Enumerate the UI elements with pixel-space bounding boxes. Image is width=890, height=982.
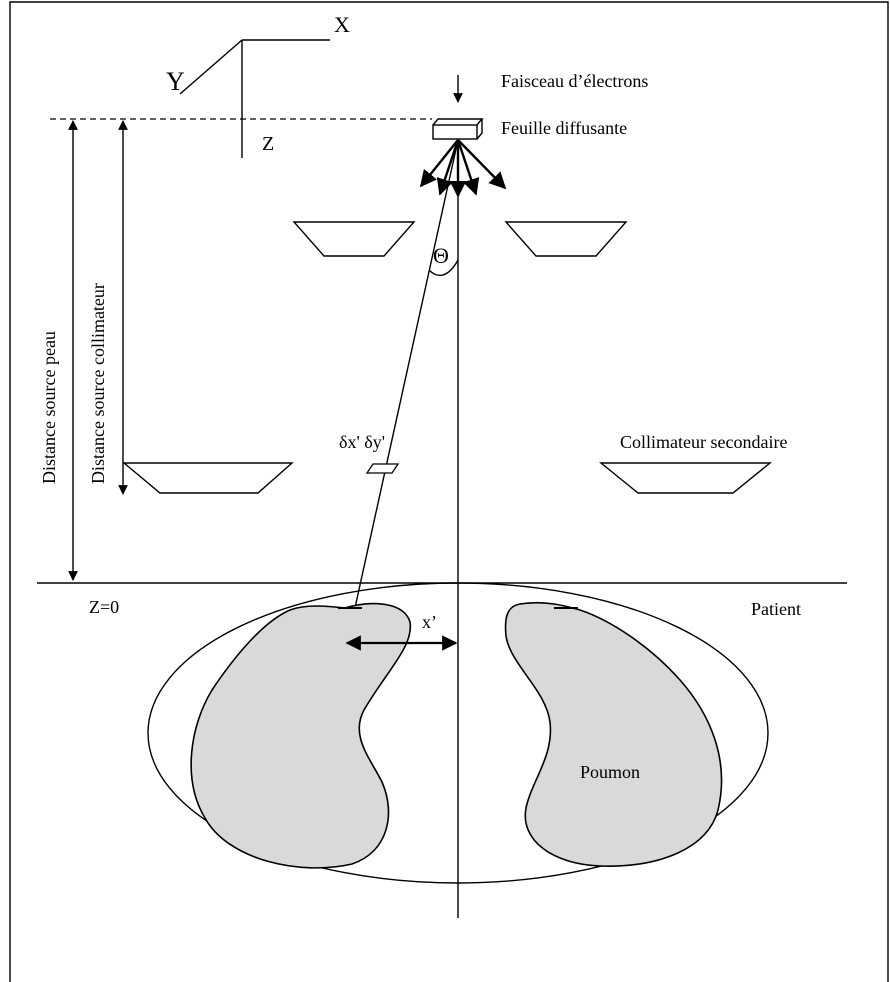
pixel-element — [365, 463, 400, 474]
source-collimator-distance-label: Distance source collimateur — [88, 283, 108, 484]
y-axis-label: Y — [166, 67, 185, 96]
scattering-foil-label: Feuille diffusante — [501, 118, 627, 138]
lung-right — [504, 601, 723, 867]
z0-label: Z=0 — [89, 597, 119, 617]
patient-body — [147, 582, 769, 884]
source-skin-distance-label: Distance source peau — [39, 331, 59, 484]
patient-label: Patient — [751, 599, 801, 619]
secondary-collimator-label: Collimateur secondaire — [620, 432, 787, 452]
lung-label: Poumon — [580, 762, 640, 782]
theta-angle-arc — [428, 259, 459, 277]
x-prime-label: x’ — [422, 612, 437, 632]
theta-label: Θ — [433, 243, 449, 268]
secondary-collimator-right — [599, 462, 772, 494]
coordinate-axes: X Y Z — [166, 12, 350, 158]
primary-collimator-right — [504, 221, 628, 257]
primary-collimator-left — [292, 221, 416, 257]
scattered-rays — [419, 139, 507, 198]
x-axis-label: X — [334, 12, 350, 37]
scattering-foil — [432, 118, 484, 140]
electron-beam-label: Faisceau d’électrons — [501, 71, 648, 91]
pixel-element-label: δx' δy' — [339, 432, 385, 452]
y-axis-line — [179, 39, 243, 95]
frame-border — [9, 1, 889, 982]
secondary-collimator-left — [122, 462, 294, 494]
z-axis-label: Z — [262, 133, 274, 155]
